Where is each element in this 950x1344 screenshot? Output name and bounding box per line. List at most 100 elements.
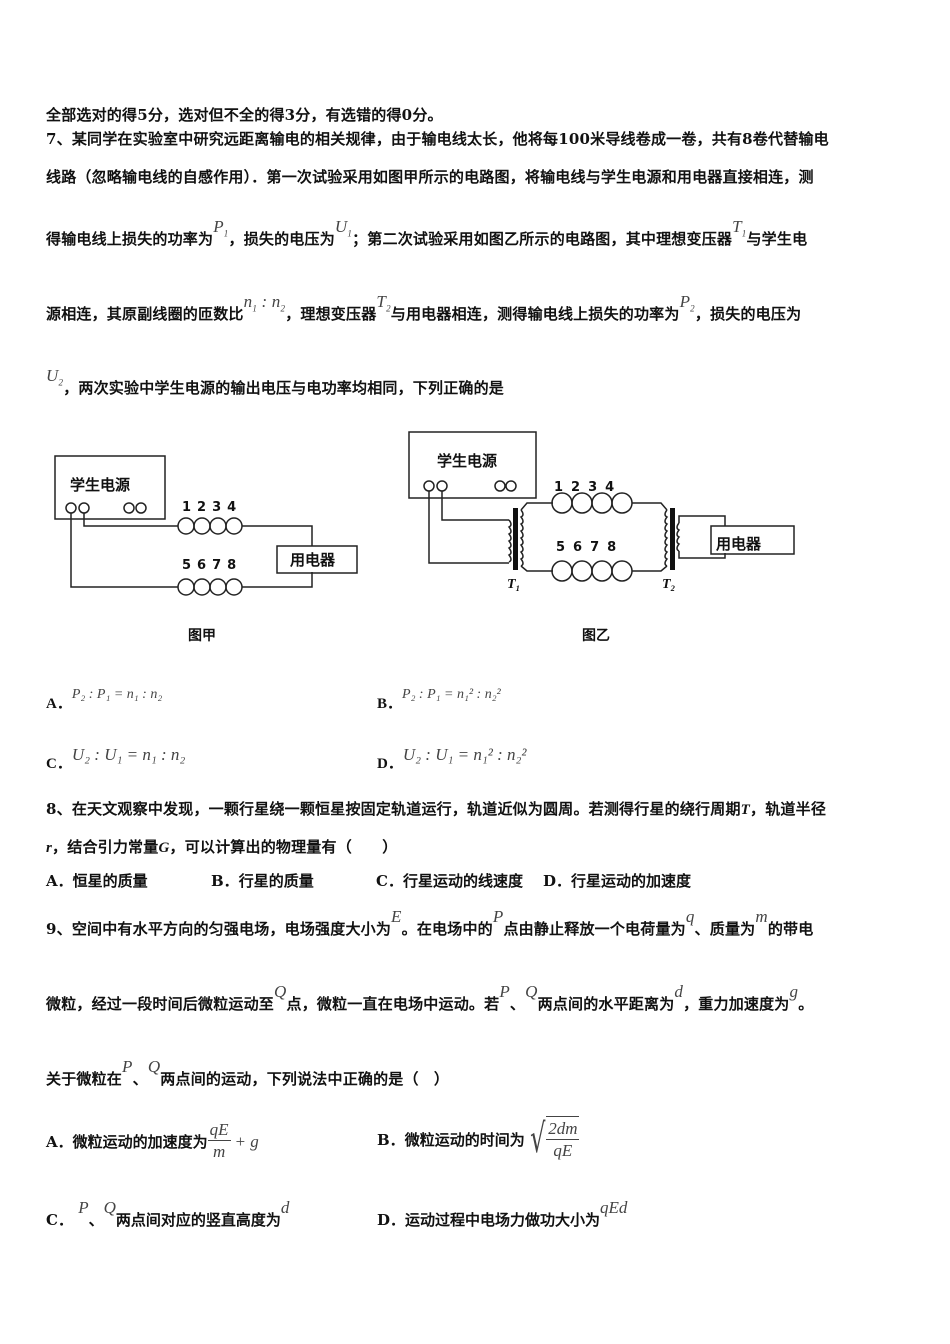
text: 8、在天文观察中发现，一颗行星绕一颗恒星按固定轨道运行，轨道近似为圆周。若测得行… bbox=[46, 800, 741, 818]
power-source-label: 学生电源 bbox=[437, 452, 498, 470]
q7-option-c[interactable]: C．U₂ : U₁ = n₁ : n₂ bbox=[46, 745, 185, 773]
option-text: 运动过程中电场力做功大小为 bbox=[405, 1211, 601, 1229]
symbol-P2: P2 bbox=[680, 292, 695, 313]
q9-option-d[interactable]: D．运动过程中电场力做功大小为qEd bbox=[377, 1198, 627, 1230]
coil-numbers-bottom: 5678 bbox=[182, 558, 242, 573]
subscript: 2 bbox=[280, 303, 286, 314]
option-label: D． bbox=[377, 1211, 406, 1229]
text: 两点间的水平距离为 bbox=[537, 995, 675, 1013]
coil-7: 7 bbox=[590, 540, 608, 555]
figure-caption-yi: 图乙 bbox=[582, 628, 610, 644]
subscript: 1 bbox=[741, 228, 747, 239]
option-text: 两点间对应的竖直高度为 bbox=[115, 1211, 281, 1229]
symbol: T bbox=[376, 292, 387, 311]
q8-option-a[interactable]: A．恒星的质量 bbox=[46, 870, 148, 891]
denominator: m bbox=[212, 1142, 226, 1161]
coil-3: 3 bbox=[588, 480, 606, 495]
subscript: 2 bbox=[58, 377, 64, 388]
coil-2: 2 bbox=[571, 480, 589, 495]
q8-option-c[interactable]: C．行星运动的线速度 bbox=[376, 870, 523, 891]
text: ，重力加速度为 bbox=[683, 995, 790, 1013]
subscript: 2 bbox=[386, 303, 391, 314]
q9-option-c[interactable]: C． P、Q两点间对应的竖直高度为d bbox=[46, 1198, 289, 1230]
q7-option-a[interactable]: A．P₂ : P₁ = n₁ : n₂ bbox=[46, 687, 162, 713]
option-label: B． bbox=[211, 872, 239, 890]
coil-8: 8 bbox=[607, 540, 625, 555]
q8-line-1: 8、在天文观察中发现，一颗行星绕一颗恒星按固定轨道运行，轨道近似为圆周。若测得行… bbox=[46, 798, 826, 819]
symbol: U bbox=[46, 366, 59, 385]
symbol-P: P bbox=[122, 1057, 133, 1076]
text: 的带电 bbox=[767, 920, 814, 938]
text: ，可以计算出的物理量有（ ） bbox=[169, 838, 398, 856]
symbol: T bbox=[732, 217, 742, 236]
coil-7: 7 bbox=[212, 558, 228, 573]
symbol: P bbox=[213, 217, 224, 236]
figure-caption-jia: 图甲 bbox=[188, 628, 216, 644]
option-label: A． bbox=[46, 872, 73, 890]
symbol-r: r bbox=[46, 840, 53, 856]
text: 源相连，其原副线圈的匝数比 bbox=[46, 305, 244, 323]
ratio-n1-n2: n1 : n2 bbox=[244, 292, 286, 314]
option-formula: P₂ : P₁ = n₁ : n₂ bbox=[71, 687, 163, 702]
symbol: n bbox=[271, 292, 281, 311]
q7-option-d[interactable]: D．U₂ : U₁ = n₁² : n₂² bbox=[377, 745, 527, 773]
q9-line-2: 微粒，经过一段时间后微粒运动至Q点，微粒一直在电场中运动。若P、Q两点间的水平距… bbox=[46, 982, 813, 1014]
option-label: D． bbox=[377, 756, 403, 772]
symbol-P1: P1 bbox=[213, 217, 229, 239]
q7-line-1: 7、某同学在实验室中研究远距离输电的相关规律，由于输电线太长，他将每100米导线… bbox=[46, 130, 829, 148]
circuit-diagram-yi bbox=[408, 431, 795, 582]
coil-6: 6 bbox=[573, 540, 591, 555]
coil-6: 6 bbox=[197, 558, 213, 573]
option-text: 恒星的质量 bbox=[72, 872, 148, 890]
text: 、质量为 bbox=[694, 920, 756, 938]
coil-4: 4 bbox=[227, 500, 243, 515]
symbol-Q: Q bbox=[103, 1198, 116, 1217]
symbol-g: g bbox=[789, 982, 799, 1001]
symbol-G: G bbox=[158, 840, 170, 856]
coil-4: 4 bbox=[605, 480, 623, 495]
text: ，理想变压器 bbox=[285, 305, 377, 323]
coil-numbers-top: 1234 bbox=[182, 500, 242, 515]
option-text: 行星运动的线速度 bbox=[402, 872, 523, 890]
scoring-rule: 全部选对的得5分，选对但不全的得3分，有选错的得0分。 bbox=[46, 106, 443, 124]
option-label: C． bbox=[46, 1211, 73, 1229]
text: 关于微粒在 bbox=[46, 1070, 123, 1088]
value-d: d bbox=[280, 1198, 290, 1217]
transformer-t1-label: T₁ bbox=[507, 577, 521, 592]
option-label: D． bbox=[543, 872, 572, 890]
option-formula: U₂ : U₁ = n₁ : n₂ bbox=[71, 745, 186, 764]
q7-line-4: 源相连，其原副线圈的匝数比n1 : n2，理想变压器T2与用电器相连，测得输电线… bbox=[46, 292, 801, 325]
text: ，损失的电压为 bbox=[228, 230, 335, 248]
symbol: U bbox=[334, 217, 348, 236]
symbol-U2: U2 bbox=[46, 366, 64, 388]
option-label: A． bbox=[46, 1133, 73, 1151]
option-text: 微粒运动的时间为 bbox=[404, 1130, 525, 1149]
symbol-P: P bbox=[499, 982, 510, 1001]
q8-option-b[interactable]: B．行星的质量 bbox=[211, 870, 314, 891]
coil-2: 2 bbox=[197, 500, 213, 515]
option-label: C． bbox=[376, 872, 403, 890]
q8-option-d[interactable]: D．行星运动的加速度 bbox=[543, 870, 691, 891]
colon: : bbox=[261, 292, 268, 311]
q7-line-5: U2，两次实验中学生电源的输出电压与电功率均相同，下列正确的是 bbox=[46, 366, 504, 399]
q9-line-1: 9、空间中有水平方向的匀强电场，电场强度大小为E。在电场中的P点由静止释放一个电… bbox=[46, 907, 814, 939]
power-source-label: 学生电源 bbox=[70, 476, 131, 494]
q9-line-3: 关于微粒在P、Q两点间的运动，下列说法中正确的是（ ） bbox=[46, 1057, 449, 1089]
text: 。在电场中的 bbox=[401, 920, 493, 938]
subscript: 1 bbox=[223, 228, 229, 239]
text: 微粒，经过一段时间后微粒运动至 bbox=[46, 995, 275, 1013]
coil-1: 1 bbox=[182, 500, 198, 515]
appliance-label: 用电器 bbox=[290, 551, 336, 569]
q7-option-b[interactable]: B．P₂ : P₁ = n₁² : n₂² bbox=[377, 687, 501, 713]
radical-sign-icon: √ bbox=[529, 1116, 546, 1162]
text: 9、空间中有水平方向的匀强电场，电场强度大小为 bbox=[46, 920, 392, 938]
text: 点，微粒一直在电场中运动。若 bbox=[286, 995, 500, 1013]
plus-g: + g bbox=[234, 1131, 259, 1151]
text: ，结合引力常量 bbox=[52, 838, 159, 856]
symbol-P: P bbox=[492, 907, 504, 926]
coil-5: 5 bbox=[556, 540, 574, 555]
